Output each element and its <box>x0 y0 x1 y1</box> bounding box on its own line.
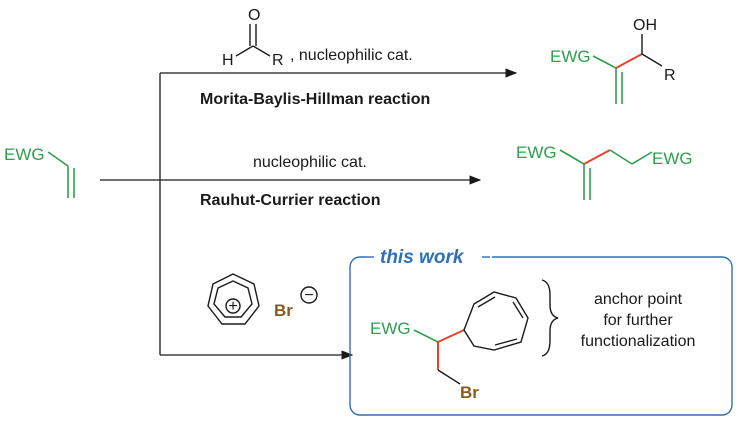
rc-chain-bond-b <box>631 151 653 165</box>
mbh-product: EWG OH R <box>550 17 676 104</box>
rc-conditions: nucleophilic cat. <box>253 154 367 171</box>
aldehyde-h-bond <box>235 45 254 57</box>
bromide-label: Br <box>274 301 293 320</box>
aldehyde-r-bond <box>252 45 271 57</box>
anchor-note-line-2: for further <box>603 312 673 329</box>
rc-new-bond <box>583 149 611 165</box>
substrate-ewg-label: EWG <box>4 145 45 164</box>
bromide-charge-circle <box>300 286 318 304</box>
mbh-product-oh: OH <box>633 17 657 34</box>
mbh-product-ewg: EWG <box>550 47 591 66</box>
rc-chain-bond-a <box>609 149 633 165</box>
rc-ewg-bond <box>559 149 585 165</box>
work-new-bond-c-c <box>437 329 465 343</box>
work-ch2br-bond <box>437 369 461 385</box>
substrate-alkene: EWG <box>4 145 75 198</box>
tropylium-ring-inner <box>213 280 253 318</box>
work-product-br: Br <box>460 383 479 402</box>
rc-product-ewg-right: EWG <box>652 149 693 168</box>
work-ewg-bond <box>413 329 439 343</box>
bromide-minus-sign: − <box>304 287 313 304</box>
mbh-ewg-bond <box>592 55 617 69</box>
substrate-bond <box>47 151 69 167</box>
mbh-conditions: , nucleophilic cat. <box>290 47 413 64</box>
work-product-ewg: EWG <box>370 319 411 338</box>
mbh-reaction-name: Morita-Baylis-Hillman reaction <box>200 91 430 108</box>
cht-double-bond-1 <box>477 296 496 308</box>
tropylium-bromide-reagent: + Br − <box>207 273 318 325</box>
this-work-title-mask <box>366 240 492 270</box>
this-work-title: this work <box>380 247 465 268</box>
anchor-note-line-1: anchor point <box>594 291 683 308</box>
mbh-product-r: R <box>664 67 676 84</box>
rc-product-ewg-left: EWG <box>516 143 557 162</box>
aldehyde-r-group: R <box>272 52 284 69</box>
cht-double-bond-2 <box>512 301 524 319</box>
this-work-frame <box>349 256 733 416</box>
tropylium-ring-outer <box>207 273 260 325</box>
tropylium-charge-circle <box>225 298 241 314</box>
tropylium-plus-sign: + <box>228 298 237 315</box>
cht-double-bond-3 <box>494 338 518 346</box>
mbh-new-bond <box>615 53 643 69</box>
arrows <box>100 68 518 360</box>
aldehyde-oxygen: O <box>248 7 260 24</box>
anchor-brace <box>541 279 559 357</box>
rc-reaction-name: Rauhut-Currier reaction <box>200 192 380 209</box>
anchor-note-line-3: functionalization <box>581 333 696 350</box>
cycloheptatriene-ring <box>463 291 529 351</box>
mbh-r-bond <box>641 53 663 67</box>
aldehyde-hydrogen: H <box>222 52 234 69</box>
aldehyde-reagent: O H R , nucleophilic cat. <box>222 7 413 69</box>
this-work-box: this work EWG Br anchor point for furthe… <box>349 240 733 416</box>
rc-product: EWG EWG <box>516 143 693 200</box>
